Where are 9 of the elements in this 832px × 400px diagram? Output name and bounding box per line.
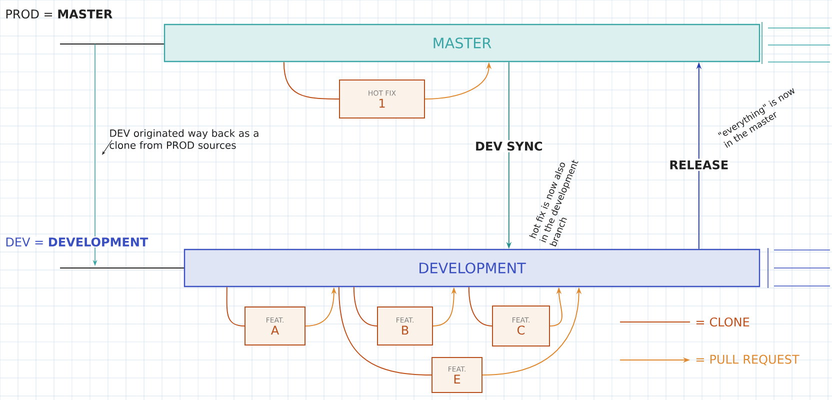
note: DEV originated way back as a clone from PROD sources [110,129,258,149]
branch-label: DEV = DEVELOPMENT [4,236,150,248]
edge-label: RELEASE [668,158,730,171]
branch-label: PROD = MASTER [6,9,112,19]
legend-text: = PULL REQUEST [696,354,800,366]
legend-text: = CLONE [696,317,750,327]
master-branch-bar: MASTER [164,24,760,62]
development-branch-bar: DEVELOPMENT [184,248,760,288]
edge-label: DEV SYNC [474,140,544,152]
